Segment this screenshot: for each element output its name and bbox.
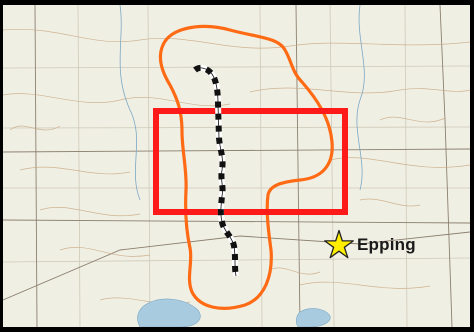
place-label-epping: Epping xyxy=(357,235,416,254)
water-bodies xyxy=(137,298,331,327)
star-icon[interactable] xyxy=(324,229,354,259)
streams xyxy=(119,5,365,201)
study-area-outline[interactable] xyxy=(158,24,334,310)
section-grid xyxy=(3,5,470,327)
contour-lines xyxy=(3,28,470,305)
route-line-edge xyxy=(194,67,237,277)
rectangle-outline[interactable] xyxy=(153,108,348,215)
map-background xyxy=(3,5,470,327)
roads xyxy=(3,5,470,327)
